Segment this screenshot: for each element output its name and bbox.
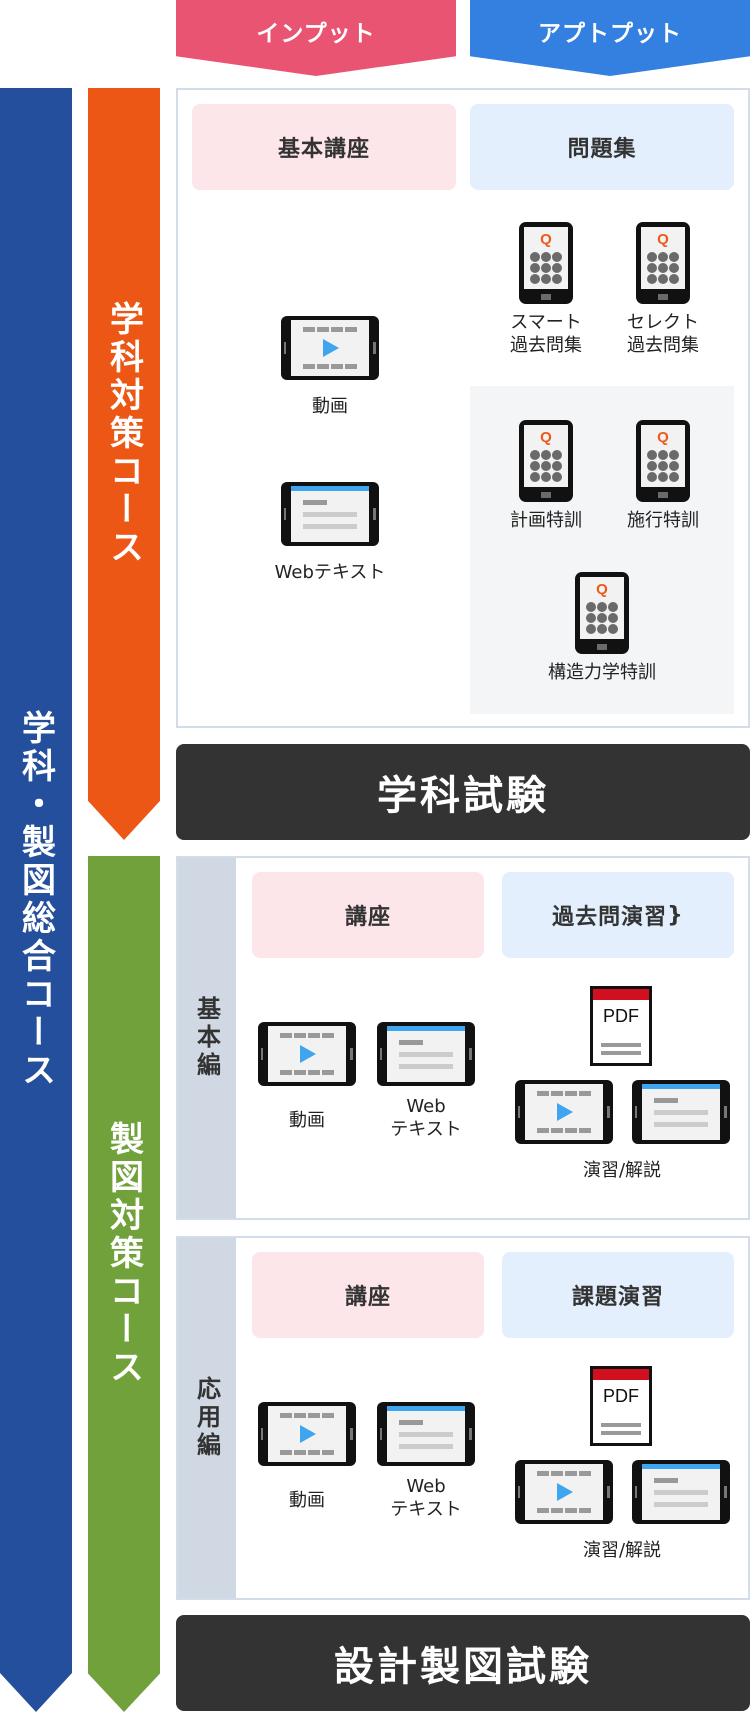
web-text-tablet-icon xyxy=(377,1022,475,1086)
item-label: 動画 xyxy=(289,1490,325,1511)
output-header-arrow: アプトプット xyxy=(470,0,750,76)
item-label: 動画 xyxy=(289,1110,325,1131)
item-label: Webテキスト xyxy=(274,562,386,583)
kadai-enshu-header: 課題演習 xyxy=(502,1252,734,1338)
web-text-tablet-icon xyxy=(377,1402,475,1466)
seizu-course-label: 製図対策コース xyxy=(103,1121,144,1387)
item-label: 施行特訓 xyxy=(627,510,699,531)
mondaishu-header: 問題集 xyxy=(470,104,734,190)
item-label: Web テキスト xyxy=(390,1476,462,1520)
gakka-course-bar: 学科対策コース xyxy=(88,88,160,840)
question-phone-icon: Q xyxy=(519,420,573,502)
applied-side-label: 応用編 xyxy=(178,1238,236,1598)
seizu-course-bar: 製図対策コース xyxy=(88,856,160,1712)
question-phone-icon: Q xyxy=(636,420,690,502)
web-text-tablet-icon xyxy=(632,1080,730,1144)
seizu-basic-section: 基本編 講座 過去問演習 } 動画 Web テキスト PDF 演習/解説 xyxy=(176,856,750,1220)
item-label: 構造力学特訓 xyxy=(548,662,656,683)
item-label: 演習/解説 xyxy=(582,1160,662,1181)
pdf-icon: PDF xyxy=(590,1366,652,1446)
question-phone-icon: Q xyxy=(636,222,690,304)
basic-side-label: 基本編 xyxy=(178,858,236,1218)
video-tablet-icon xyxy=(258,1022,356,1086)
item-label: 計画特訓 xyxy=(510,510,582,531)
question-phone-icon: Q xyxy=(575,572,629,654)
web-text-tablet-icon xyxy=(281,482,379,546)
video-tablet-icon xyxy=(258,1402,356,1466)
input-header-label: インプット xyxy=(256,21,376,47)
video-tablet-icon xyxy=(515,1080,613,1144)
gakka-exam-banner: 学科試験 xyxy=(176,744,750,840)
kouza-header: 講座 xyxy=(252,1252,484,1338)
kakomon-enshu-header: 過去問演習 } xyxy=(502,872,734,958)
gakka-exam-label: 学科試験 xyxy=(377,773,549,819)
video-tablet-icon xyxy=(281,316,379,380)
gakka-course-label: 学科対策コース xyxy=(103,301,144,567)
seizu-exam-label: 設計製図試験 xyxy=(334,1644,592,1690)
total-course-bar: 学科・製図総合コース xyxy=(0,88,72,1712)
output-header-label: アプトプット xyxy=(538,21,682,47)
kihon-kouza-header: 基本講座 xyxy=(192,104,456,190)
web-text-tablet-icon xyxy=(632,1460,730,1524)
kihon-kouza-label: 基本講座 xyxy=(277,137,370,162)
kouza-header: 講座 xyxy=(252,872,484,958)
item-label: スマート 過去問集 xyxy=(510,312,582,356)
input-header-arrow: インプット xyxy=(176,0,456,76)
video-tablet-icon xyxy=(515,1460,613,1524)
question-phone-icon: Q xyxy=(519,222,573,304)
gakka-panel: 基本講座 問題集 動画 Webテキスト Q スマート 過去問集 Q セレクト 過… xyxy=(176,88,750,728)
mondaishu-label: 問題集 xyxy=(567,137,637,162)
item-label: Web テキスト xyxy=(390,1096,462,1140)
total-course-label: 学科・製図総合コース xyxy=(15,710,56,1090)
special-training-area: Q 計画特訓 Q 施行特訓 Q 構造力学特訓 xyxy=(470,386,734,714)
seizu-applied-section: 応用編 講座 課題演習 動画 Web テキスト PDF 演習/解説 xyxy=(176,1236,750,1600)
seizu-exam-banner: 設計製図試験 xyxy=(176,1615,750,1711)
item-label: セレクト 過去問集 xyxy=(627,312,699,356)
item-label: 動画 xyxy=(312,396,348,417)
pdf-icon: PDF xyxy=(590,986,652,1066)
item-label: 演習/解説 xyxy=(582,1540,662,1561)
